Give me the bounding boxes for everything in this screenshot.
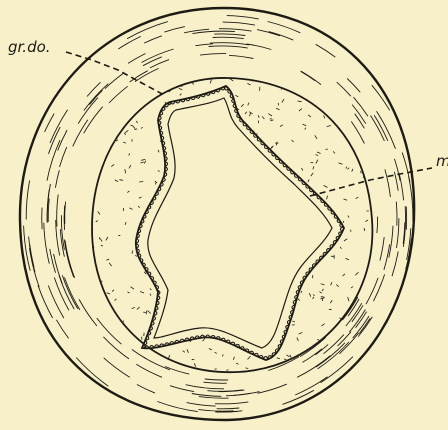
stipple-dash	[139, 182, 143, 183]
label-m: m	[436, 152, 448, 170]
stipple-dash	[326, 149, 328, 150]
label-gr-do: gr.do.	[8, 38, 51, 56]
